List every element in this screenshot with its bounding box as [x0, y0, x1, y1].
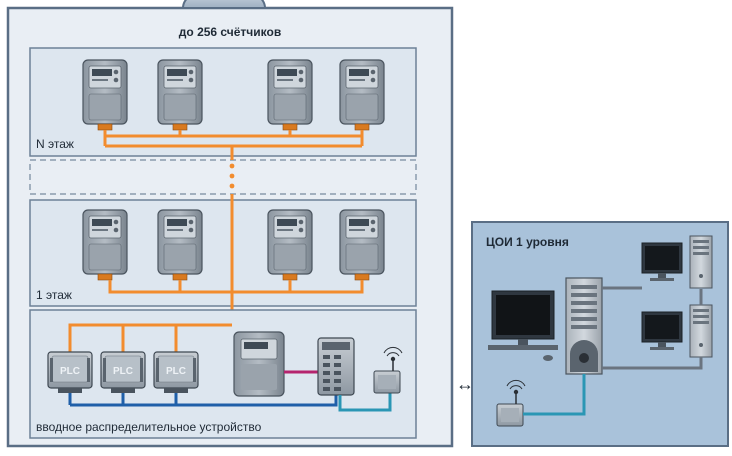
workstation-1-tower — [689, 235, 713, 289]
floor-1-label: 1 этаж — [36, 288, 72, 302]
data-center-title: ЦОИ 1 уровня — [486, 235, 569, 249]
riser-dots — [229, 163, 235, 189]
data-center: ЦОИ 1 уровня — [471, 221, 729, 447]
meter-1-1 — [82, 209, 128, 281]
center-radio-link — [523, 374, 586, 416]
workstation-2-tower — [689, 304, 713, 358]
floor-n: N этаж — [29, 47, 417, 157]
building-dome — [181, 0, 267, 9]
main-server — [565, 277, 603, 375]
plc-3-label: PLC — [166, 366, 186, 377]
meter-n-1 — [82, 59, 128, 131]
floor-1: 1 этаж — [29, 199, 417, 307]
entry-device: вводное распределительное устройство PLC… — [29, 309, 417, 439]
meter-1-3 — [267, 209, 313, 281]
meter-1-4 — [339, 209, 385, 281]
intermediate-floors — [29, 159, 417, 195]
plc-bus — [68, 393, 338, 407]
plc-feed — [68, 323, 232, 352]
meter-n-4 — [339, 59, 385, 131]
building-title: до 256 счётчиков — [179, 25, 281, 39]
plc-2-label: PLC — [113, 366, 133, 377]
main-monitor — [488, 290, 558, 361]
meter-n-2 — [157, 59, 203, 131]
entry-label: вводное распределительное устройство — [36, 420, 262, 434]
building-radio-link — [338, 393, 392, 412]
data-controller — [317, 337, 355, 396]
meter-n-3 — [267, 59, 313, 131]
network-lines — [602, 286, 703, 370]
floor-1-bus — [108, 280, 364, 294]
plc-1-label: PLC — [60, 366, 80, 377]
meter-1-2 — [157, 209, 203, 281]
floor-n-label: N этаж — [36, 137, 74, 151]
link-arrow: ↔ — [456, 374, 474, 394]
main-meter — [233, 331, 285, 397]
